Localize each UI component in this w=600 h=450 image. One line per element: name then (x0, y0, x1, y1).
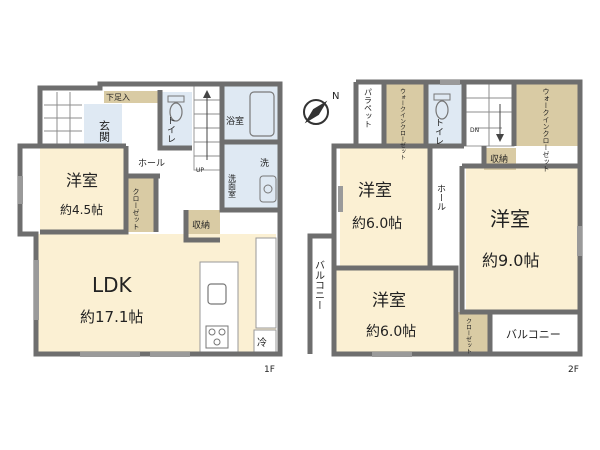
laundry-label: 洗 (260, 157, 269, 169)
room-a-name: 洋室 (358, 181, 392, 201)
hall-2f-label: ホール (435, 184, 446, 211)
genkan-label: 玄関 (98, 119, 111, 142)
bathtub (249, 91, 275, 137)
up-label: UP (196, 167, 204, 174)
room-4-5-size: 約4.5帖 (60, 202, 103, 217)
toilet-1f (160, 92, 192, 146)
toilet-bowl-1f (169, 102, 183, 122)
storage-1f-label: 収納 (192, 219, 210, 231)
parapet (358, 84, 382, 146)
washroom-label: 洗面室 (228, 173, 237, 198)
fridge-label: 冷 (257, 336, 267, 349)
cooktop (205, 325, 229, 349)
walls-1f-outline (17, 81, 283, 357)
room-b-name: 洋室 (490, 207, 530, 231)
windows-2f (338, 80, 582, 357)
closet-2f (456, 312, 490, 352)
floor-2 (307, 79, 583, 357)
room-c-floor (334, 270, 456, 354)
room-b-size: 約9.0帖 (482, 251, 539, 270)
room-4-5-floor (40, 146, 126, 232)
toilet-2f (426, 84, 462, 146)
closet-1f-label: クローゼット (132, 188, 140, 230)
genkan-tile-grid (44, 92, 82, 144)
kitchen-counter (255, 237, 277, 329)
balcony-right-label: バルコニー (506, 328, 561, 341)
toilet-bowl-2f (435, 100, 449, 120)
windows-1f (18, 176, 190, 357)
balcony-right (494, 314, 578, 354)
walls-2f-inner (334, 82, 580, 354)
parapet-label: パラペット (364, 88, 373, 128)
walls-1f-inner (20, 84, 280, 243)
closet-1f (126, 178, 156, 232)
ldk-name: LDK (92, 273, 133, 297)
burner-a (208, 328, 216, 336)
bath-label: 浴室 (226, 115, 244, 127)
sink (207, 283, 227, 305)
shoe-storage (104, 91, 158, 103)
balcony-left (310, 236, 334, 354)
burner-c (213, 338, 221, 346)
dn-label: DN (470, 127, 479, 134)
washroom (222, 144, 280, 210)
wic-large (516, 84, 578, 146)
ldk-size: 約17.1帖 (80, 308, 143, 326)
storage-2f-label: 収納 (490, 153, 508, 165)
hall-1f-label: ホール (138, 158, 165, 169)
room-4-5-name: 洋室 (66, 171, 98, 190)
closet-2f-label: クローゼット (465, 318, 472, 354)
room-a-floor (340, 146, 428, 268)
wash-basin-drain (263, 184, 273, 194)
balcony-left-label: バルコニー (313, 260, 325, 310)
burner-b (218, 328, 226, 336)
toilet-1f-label: トイレ (165, 116, 176, 143)
toilet-2f-label: トイレ (433, 118, 444, 145)
wic-large-label: ウォークインクローゼット (542, 88, 550, 172)
room-a-size: 約6.0帖 (352, 216, 402, 232)
walls-2f-outline (307, 79, 583, 357)
room-c-size: 約6.0帖 (366, 324, 416, 340)
entry-closet-label: 下足入 (106, 93, 130, 102)
floor-1 (17, 81, 283, 357)
compass-n-label: N (332, 91, 339, 102)
floor-1-label: 1F (264, 365, 275, 375)
floor-2-label: 2F (568, 365, 579, 375)
room-b-floor (466, 166, 578, 312)
toilet-tank-1f (167, 95, 185, 103)
genkan-floor (84, 104, 122, 144)
compass (303, 99, 329, 125)
wash-basin (259, 175, 277, 203)
wic-small-label: ウォークインクローゼット (399, 88, 406, 160)
ldk-floor (36, 234, 276, 354)
wic-small (386, 84, 424, 146)
stair-2f (463, 83, 515, 147)
toilet-tank-2f (433, 93, 451, 101)
stair-1f (193, 83, 221, 171)
room-c-name: 洋室 (372, 291, 406, 311)
